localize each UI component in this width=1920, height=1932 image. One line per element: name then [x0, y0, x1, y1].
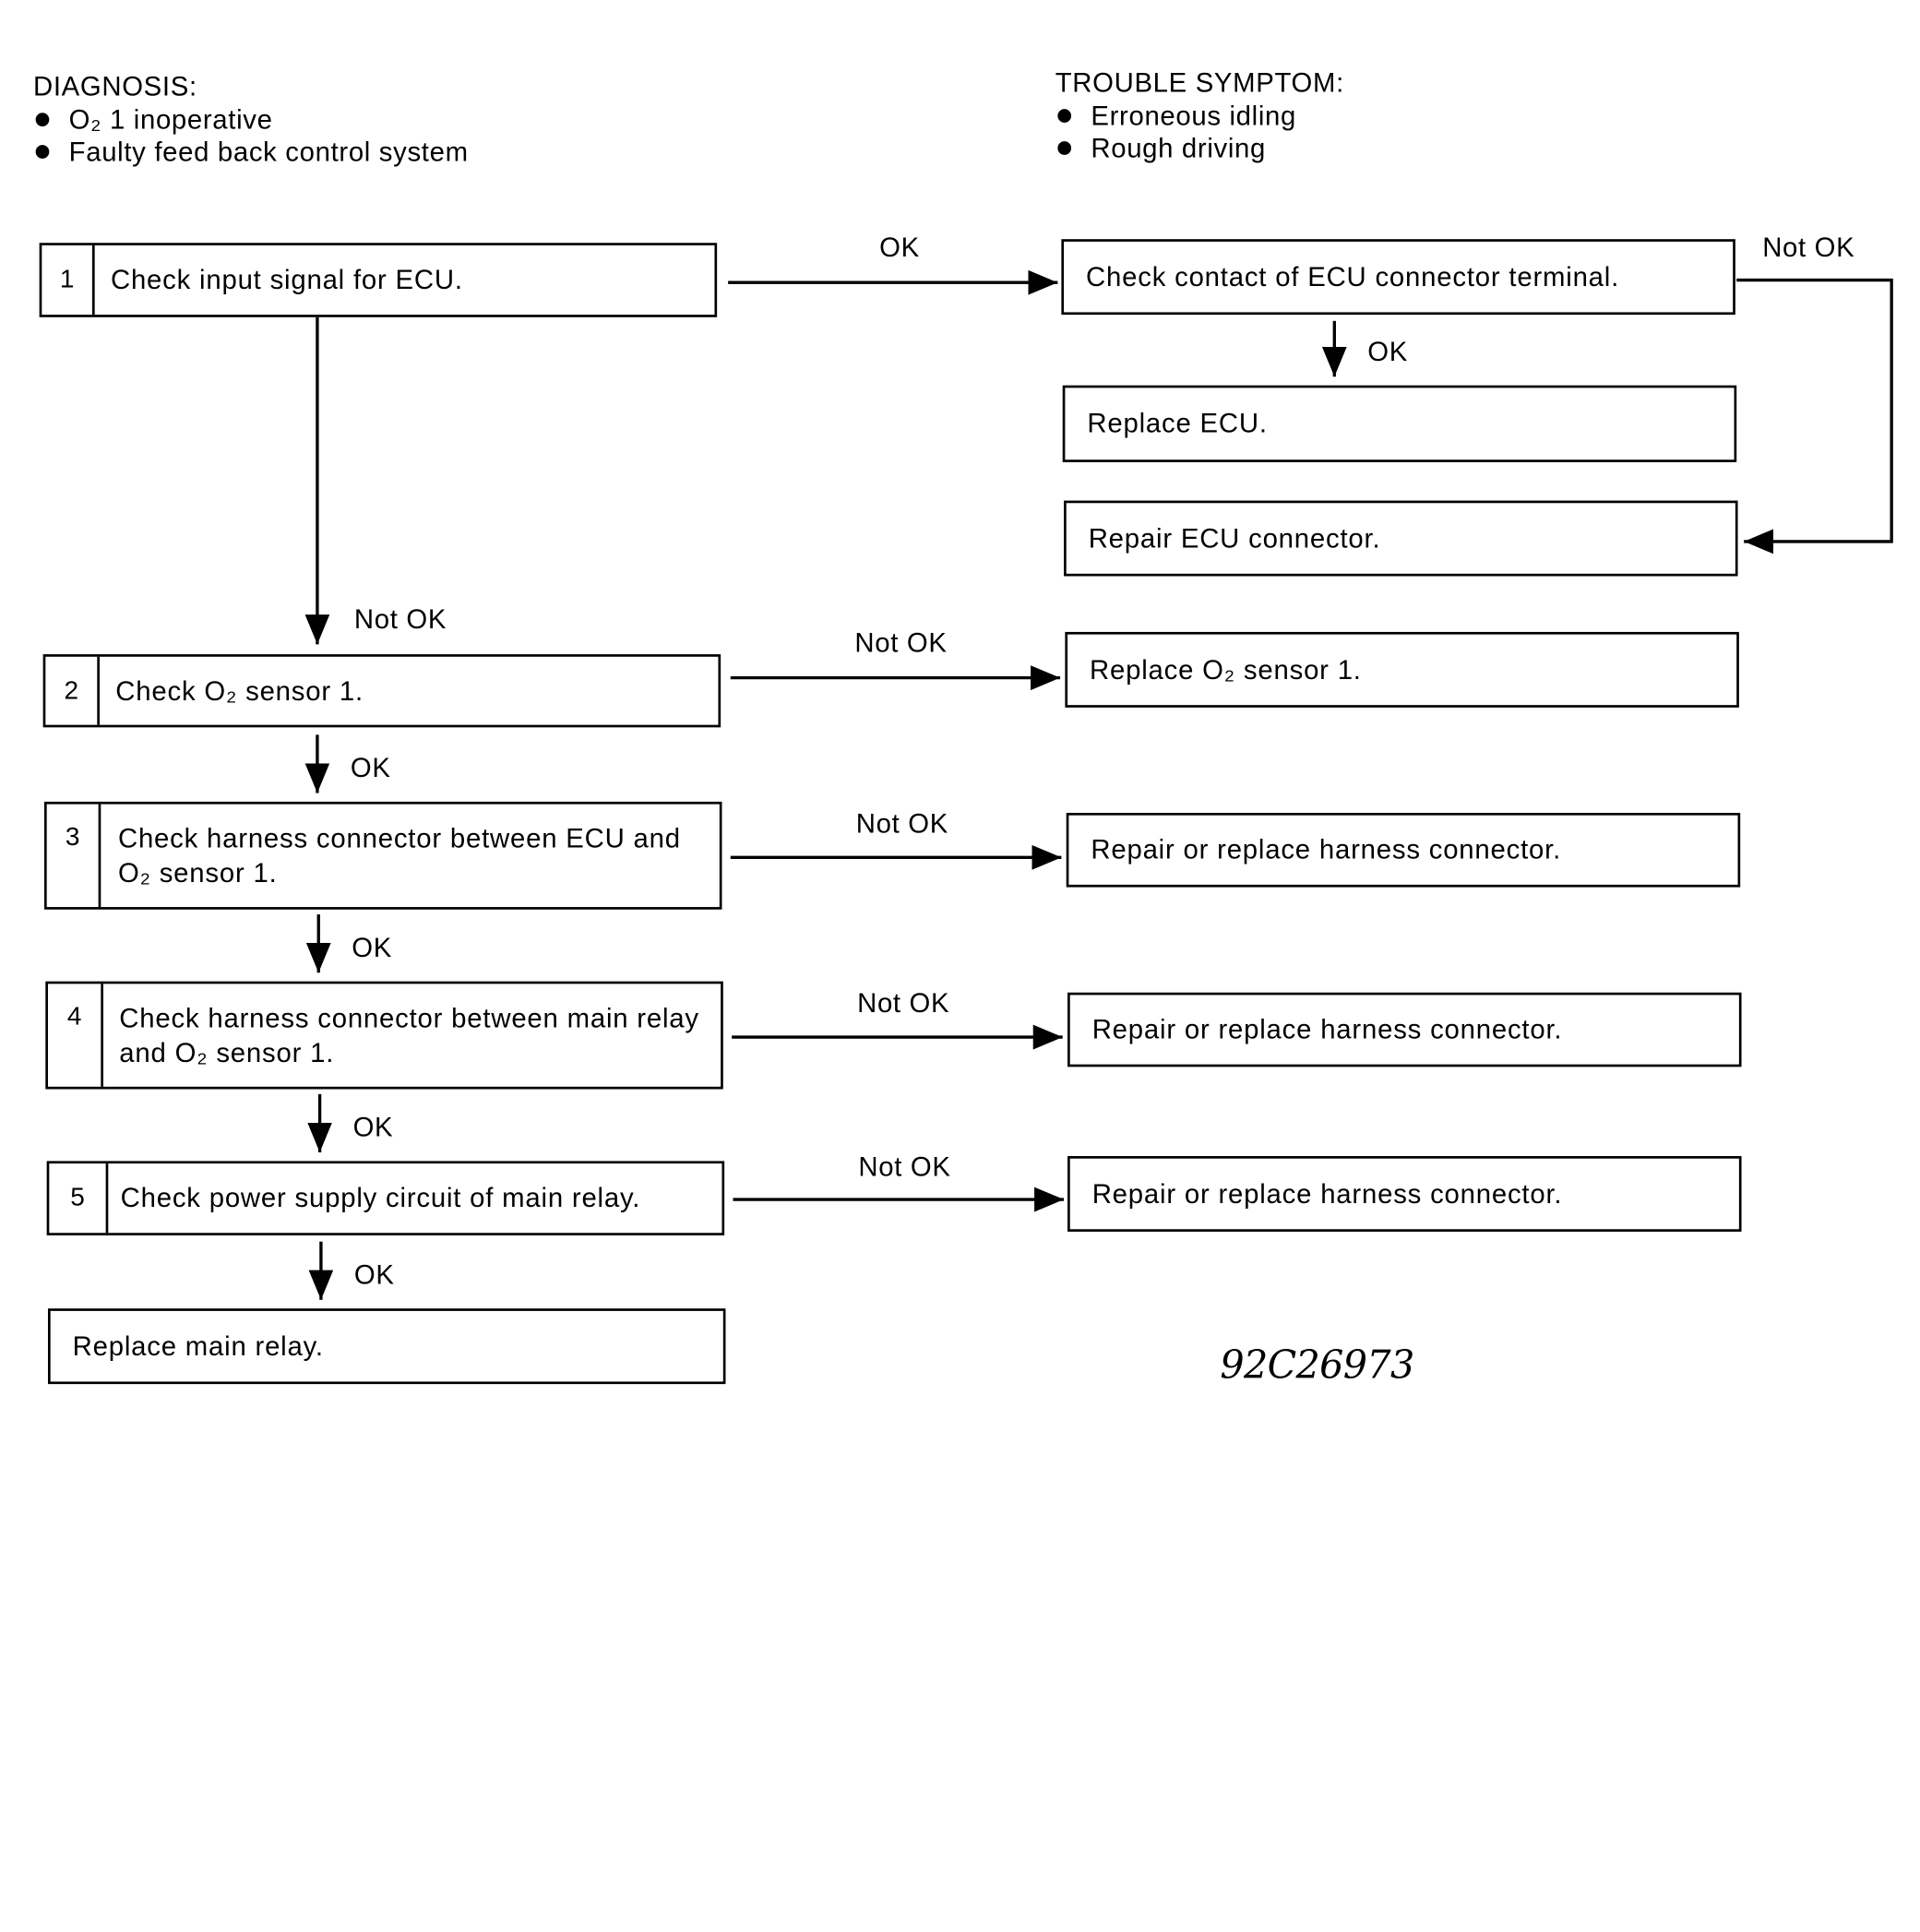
step-2-box: 2 Check O₂ sensor 1. — [42, 654, 721, 728]
symptom-item-text: Rough driving — [1091, 132, 1266, 164]
bullet-icon — [1057, 141, 1072, 155]
bullet-icon — [35, 145, 50, 159]
step-4-box: 4 Check harness connector between main r… — [45, 981, 723, 1090]
symptom-title: TROUBLE SYMPTOM: — [1055, 66, 1344, 99]
result-text: Repair ECU connector. — [1088, 522, 1381, 554]
step-number: 4 — [48, 984, 103, 1087]
diagnosis-item-text: O₂ 1 inoperative — [68, 103, 273, 136]
label-ok: OK — [353, 1258, 395, 1291]
step-number: 3 — [47, 804, 101, 908]
arrow-terminal-to-repair-connector — [1736, 278, 1893, 555]
step-text: Check input signal for ECU. — [110, 264, 463, 295]
bullet-icon — [35, 113, 50, 126]
diagnosis-item: Faulty feed back control system — [35, 136, 469, 169]
check-ecu-terminal-box: Check contact of ECU connector terminal. — [1061, 239, 1735, 316]
label-not-ok: Not OK — [1762, 232, 1855, 263]
label-ok: OK — [879, 232, 920, 263]
label-ok: OK — [352, 1111, 394, 1143]
diagnosis-item-text: Faulty feed back control system — [68, 136, 469, 168]
step-text: Check harness connector between main rel… — [119, 1001, 699, 1067]
step-text: Check O₂ sensor 1. — [115, 674, 364, 706]
step-number: 2 — [45, 656, 100, 725]
result-text: Check contact of ECU connector terminal. — [1086, 260, 1620, 292]
repair-harness-box-5: Repair or replace harness connector. — [1067, 1156, 1742, 1232]
repair-harness-box-4: Repair or replace harness connector. — [1067, 992, 1742, 1067]
label-not-ok: Not OK — [854, 626, 948, 659]
step-1-box: 1 Check input signal for ECU. — [39, 243, 718, 317]
step-text: Check harness connector between ECU and … — [117, 822, 681, 888]
connector-lines — [304, 269, 1893, 1300]
step-number: 5 — [49, 1163, 109, 1234]
figure-code: 92C26973 — [1220, 1342, 1414, 1389]
result-text: Repair or replace harness connector. — [1091, 1013, 1563, 1045]
result-text: Replace O₂ sensor 1. — [1090, 653, 1362, 686]
label-not-ok: Not OK — [353, 603, 447, 635]
step-text: Check power supply circuit of main relay… — [120, 1182, 641, 1213]
replace-main-relay-box: Replace main relay. — [47, 1308, 726, 1385]
replace-o2-sensor-box: Replace O₂ sensor 1. — [1065, 631, 1739, 708]
result-text: Repair or replace harness connector. — [1091, 833, 1562, 865]
step-5-box: 5 Check power supply circuit of main rel… — [46, 1161, 725, 1235]
diagnosis-title: DIAGNOSIS: — [32, 70, 197, 102]
result-text: Repair or replace harness connector. — [1091, 1177, 1563, 1210]
label-ok: OK — [1367, 335, 1409, 367]
label-ok: OK — [352, 931, 392, 963]
repair-ecu-connector-box: Repair ECU connector. — [1064, 500, 1738, 577]
label-ok: OK — [350, 752, 391, 783]
bullet-icon — [1057, 109, 1072, 123]
diagnosis-item: O₂ 1 inoperative — [35, 103, 273, 137]
label-not-ok: Not OK — [858, 1151, 951, 1183]
symptom-item-text: Erroneous idling — [1091, 100, 1296, 132]
label-not-ok: Not OK — [855, 807, 948, 840]
symptom-item: Erroneous idling — [1057, 101, 1296, 133]
repair-harness-box-3: Repair or replace harness connector. — [1066, 813, 1741, 888]
result-text: Replace main relay. — [72, 1330, 324, 1362]
step-3-box: 3 Check harness connector between ECU an… — [43, 801, 722, 910]
step-number: 1 — [42, 244, 95, 316]
symptom-item: Rough driving — [1057, 133, 1266, 165]
label-not-ok: Not OK — [857, 987, 950, 1019]
replace-ecu-box: Replace ECU. — [1062, 385, 1737, 462]
result-text: Replace ECU. — [1087, 407, 1268, 439]
